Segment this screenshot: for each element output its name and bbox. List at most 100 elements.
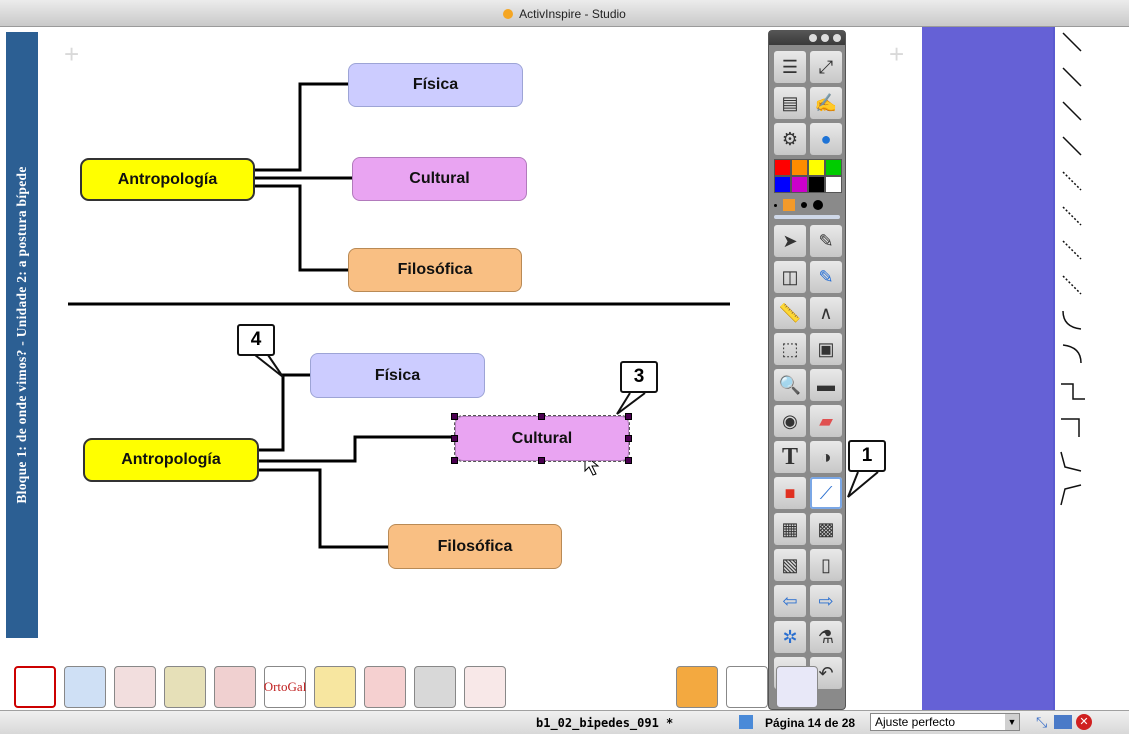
next-page-icon[interactable]: ⇨: [810, 585, 842, 617]
node-cultural-bottom-selected[interactable]: Cultural: [454, 415, 630, 462]
resize-handle[interactable]: [451, 413, 458, 420]
dual-user-icon[interactable]: [1054, 715, 1072, 729]
resize-handle[interactable]: [538, 457, 545, 464]
elbow-connector-2-icon[interactable]: [1061, 418, 1080, 437]
step-connector-2-icon[interactable]: [1060, 484, 1082, 506]
color-black-swatch[interactable]: [808, 176, 825, 193]
main-menu-icon[interactable]: ☰: [774, 51, 806, 83]
highlighter-icon[interactable]: ✎: [810, 261, 842, 293]
width-large-icon[interactable]: [801, 202, 807, 208]
bevel-connector-icon[interactable]: [1062, 136, 1082, 156]
full-screen-icon[interactable]: ⤢: [810, 51, 842, 83]
dotted-double-arrow-connector-icon[interactable]: [1062, 240, 1082, 260]
node-antropologia-top[interactable]: Antropología: [80, 158, 255, 201]
network-icon[interactable]: ✲: [774, 621, 806, 653]
color-magenta-swatch[interactable]: [791, 176, 808, 193]
camera-icon[interactable]: ▣: [810, 333, 842, 365]
width-xlarge-icon[interactable]: [813, 200, 823, 210]
butterfly-icon[interactable]: [676, 666, 718, 708]
double-arrow-connector-icon[interactable]: [1062, 101, 1082, 121]
resize-handle[interactable]: [625, 457, 632, 464]
step-connector-icon[interactable]: [1060, 451, 1082, 472]
eraser-icon[interactable]: ▰: [810, 405, 842, 437]
fill-icon[interactable]: ■: [774, 477, 806, 509]
width-medium-icon[interactable]: [783, 199, 795, 211]
dotted-bevel-connector-icon[interactable]: [1062, 275, 1082, 295]
resize-handle[interactable]: [451, 457, 458, 464]
globe-icon[interactable]: ●: [810, 123, 842, 155]
photo-icon[interactable]: [414, 666, 456, 708]
stamp-icon[interactable]: ▧: [774, 549, 806, 581]
width-slider[interactable]: [774, 215, 840, 219]
curved-connector-icon[interactable]: [1062, 310, 1082, 330]
chart-resource-icon[interactable]: [776, 666, 818, 708]
connector-icon[interactable]: ⟋: [810, 477, 842, 509]
notebook-icon[interactable]: [64, 666, 106, 708]
color-picker-icon[interactable]: ◑: [810, 441, 842, 473]
resize-handle[interactable]: [451, 435, 458, 442]
select-icon[interactable]: ➤: [774, 225, 806, 257]
connector-line[interactable]: [255, 184, 348, 272]
arrow-connector-icon[interactable]: [1062, 67, 1082, 87]
magnifier-icon[interactable]: 🔍: [774, 369, 806, 401]
spotlight-icon[interactable]: ◉: [774, 405, 806, 437]
dictionary-icon[interactable]: [314, 666, 356, 708]
node-fisica-top[interactable]: Física: [348, 63, 523, 107]
text-icon[interactable]: T: [774, 441, 806, 473]
node-antropologia-bottom[interactable]: Antropología: [83, 438, 259, 482]
node-filosofica-top[interactable]: Filosófica: [348, 248, 522, 292]
zoom-select[interactable]: Ajuste perfecto▼: [870, 713, 1020, 731]
toolbox-close-icon[interactable]: [833, 34, 841, 42]
settings-icon[interactable]: ⚙: [774, 123, 806, 155]
media-icon[interactable]: [114, 666, 156, 708]
color-orange-swatch[interactable]: [791, 159, 808, 176]
resize-handle[interactable]: [625, 413, 632, 420]
toolbox-header[interactable]: [769, 31, 845, 45]
pen-icon[interactable]: ✎: [810, 225, 842, 257]
color-blue-swatch[interactable]: [774, 176, 791, 193]
color-yellow-swatch[interactable]: [808, 159, 825, 176]
moodle-icon[interactable]: [726, 666, 768, 708]
ortogal-logo[interactable]: OrtoGal: [264, 666, 306, 708]
profile-icon[interactable]: ▤: [774, 87, 806, 119]
previous-page-icon[interactable]: ⇦: [774, 585, 806, 617]
document-icon[interactable]: [164, 666, 206, 708]
ruler-icon[interactable]: 📏: [774, 297, 806, 329]
resize-handle[interactable]: [625, 435, 632, 442]
color-white-swatch[interactable]: [825, 176, 842, 193]
pen-width-selector[interactable]: [774, 197, 845, 213]
presentation-icon[interactable]: [464, 666, 506, 708]
toolbox-settings-icon[interactable]: [821, 34, 829, 42]
signature-icon[interactable]: ✍: [810, 87, 842, 119]
compass-icon[interactable]: ∧: [810, 297, 842, 329]
node-cultural-top[interactable]: Cultural: [352, 157, 527, 201]
node-filosofica-bottom[interactable]: Filosófica: [388, 524, 562, 569]
connector-line[interactable]: [259, 435, 455, 463]
calculator-icon[interactable]: ▦: [774, 513, 806, 545]
full-screen-toggle-icon[interactable]: ⤡: [1036, 714, 1048, 730]
close-icon[interactable]: ✕: [1076, 714, 1092, 730]
shapes-icon[interactable]: ◫: [774, 261, 806, 293]
screen-capture-icon[interactable]: ⬚: [774, 333, 806, 365]
clear-icon[interactable]: ⚗: [810, 621, 842, 653]
color-green-swatch[interactable]: [825, 159, 842, 176]
web-resource-icon[interactable]: [364, 666, 406, 708]
connector-line[interactable]: [259, 468, 388, 549]
node-fisica-bottom[interactable]: Física: [310, 353, 485, 398]
dotted-connector-icon[interactable]: [1062, 171, 1082, 191]
elbow-connector-icon[interactable]: [1061, 383, 1085, 400]
dotted-arrow-connector-icon[interactable]: [1062, 206, 1082, 226]
resize-handle[interactable]: [538, 413, 545, 420]
width-small-icon[interactable]: [774, 203, 777, 207]
toolbox-menu-icon[interactable]: [809, 34, 817, 42]
webpage-icon[interactable]: [214, 666, 256, 708]
recorder-icon[interactable]: ▩: [810, 513, 842, 545]
straight-connector-icon[interactable]: [1062, 32, 1082, 52]
connector-line[interactable]: [255, 82, 348, 172]
reveal-icon[interactable]: ▬: [810, 369, 842, 401]
connector-line[interactable]: [259, 373, 310, 452]
flipchart-icon[interactable]: [739, 715, 753, 729]
color-red-swatch[interactable]: [774, 159, 791, 176]
xenas-logo-icon[interactable]: [14, 666, 56, 708]
curved-connector-2-icon[interactable]: [1062, 344, 1082, 364]
